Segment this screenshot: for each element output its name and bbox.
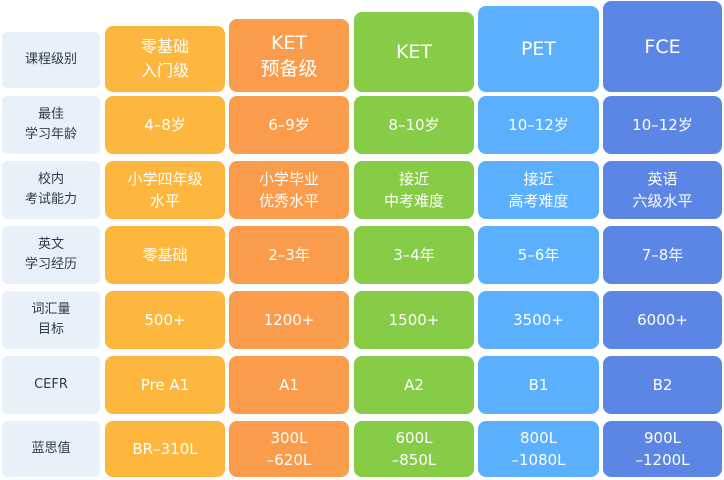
column-header-pet: PET bbox=[478, 6, 599, 92]
row-header-cefr: CEFR bbox=[2, 356, 100, 414]
cell-ket-school-ability: 接近 中考难度 bbox=[354, 161, 474, 219]
cell-fce-vocabulary: 6000+ bbox=[603, 291, 722, 349]
cell-starter-vocabulary: 500+ bbox=[105, 291, 225, 349]
row-header-english-experience: 英文 学习经历 bbox=[2, 226, 100, 284]
cell-ket-prep-age: 6–9岁 bbox=[229, 96, 349, 154]
cell-starter-cefr: Pre A1 bbox=[105, 356, 225, 414]
cell-fce-cefr: B2 bbox=[603, 356, 722, 414]
cell-ket-age: 8–10岁 bbox=[354, 96, 474, 154]
cell-ket-prep-experience: 2–3年 bbox=[229, 226, 349, 284]
cell-starter-age: 4–8岁 bbox=[105, 96, 225, 154]
row-header-age: 最佳 学习年龄 bbox=[2, 96, 100, 154]
cell-starter-school-ability: 小学四年级 水平 bbox=[105, 161, 225, 219]
column-header-fce: FCE bbox=[603, 1, 722, 92]
cell-pet-vocabulary: 3500+ bbox=[478, 291, 599, 349]
row-header-level: 课程级别 bbox=[2, 32, 100, 88]
cell-pet-experience: 5–6年 bbox=[478, 226, 599, 284]
column-header-starter: 零基础 入门级 bbox=[105, 26, 225, 92]
cell-pet-school-ability: 接近 高考难度 bbox=[478, 161, 599, 219]
cell-fce-age: 10–12岁 bbox=[603, 96, 722, 154]
cell-starter-experience: 零基础 bbox=[105, 226, 225, 284]
cell-ket-prep-lexile: 300L –620L bbox=[229, 421, 349, 477]
cell-ket-lexile: 600L –850L bbox=[354, 421, 474, 477]
row-header-lexile: 蓝思值 bbox=[2, 421, 100, 477]
cell-ket-prep-vocabulary: 1200+ bbox=[229, 291, 349, 349]
column-header-ket-prep: KET 预备级 bbox=[229, 19, 349, 92]
row-header-vocabulary: 词汇量 目标 bbox=[2, 291, 100, 349]
cell-pet-lexile: 800L –1080L bbox=[478, 421, 599, 477]
cell-starter-lexile: BR–310L bbox=[105, 421, 225, 477]
cell-fce-experience: 7–8年 bbox=[603, 226, 722, 284]
cell-pet-age: 10–12岁 bbox=[478, 96, 599, 154]
row-header-school-ability: 校内 考试能力 bbox=[2, 161, 100, 219]
cell-pet-cefr: B1 bbox=[478, 356, 599, 414]
cell-fce-lexile: 900L –1200L bbox=[603, 421, 722, 477]
cell-ket-cefr: A2 bbox=[354, 356, 474, 414]
cell-ket-vocabulary: 1500+ bbox=[354, 291, 474, 349]
cell-fce-school-ability: 英语 六级水平 bbox=[603, 161, 722, 219]
cell-ket-experience: 3–4年 bbox=[354, 226, 474, 284]
cell-ket-prep-school-ability: 小学毕业 优秀水平 bbox=[229, 161, 349, 219]
cell-ket-prep-cefr: A1 bbox=[229, 356, 349, 414]
column-header-ket: KET bbox=[354, 12, 474, 92]
